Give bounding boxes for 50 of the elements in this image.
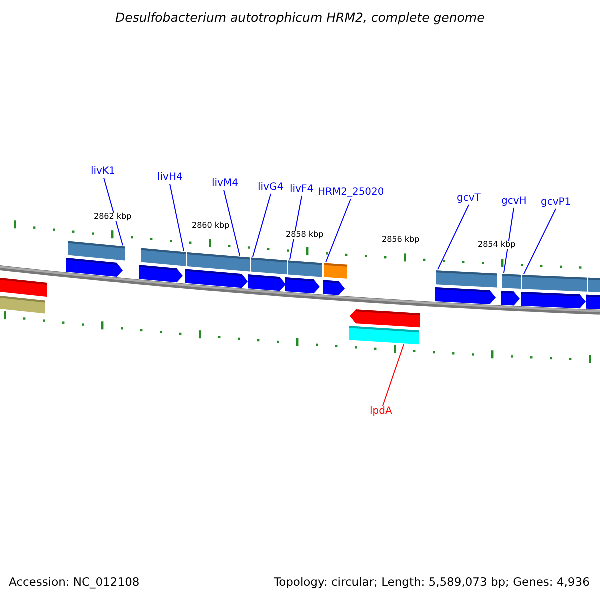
leader-line: [504, 208, 514, 274]
gene-feature: [435, 288, 496, 304]
feature-bar: [436, 270, 497, 288]
gene-feature: [185, 269, 248, 288]
tick-label: 2856 kbp: [382, 236, 420, 244]
leader-line: [438, 204, 470, 270]
gene-feature: [350, 310, 420, 328]
tick-label: 2858 kbp: [286, 231, 324, 239]
tick-label: 2862 kbp: [94, 213, 132, 221]
leader-line: [252, 194, 272, 258]
feature-bar: [0, 295, 45, 314]
gene-feature: [66, 258, 123, 277]
gene-label: livF4: [290, 185, 314, 195]
tick-label: 2854 kbp: [478, 241, 516, 249]
gene-label: livG4: [258, 183, 284, 193]
tick-label: 2860 kbp: [192, 222, 230, 230]
gene-label: livH4: [158, 173, 183, 183]
leader-line: [224, 190, 240, 256]
gene-label: gcvP1: [541, 198, 572, 208]
feature-bar: [187, 252, 250, 272]
feature-bar: [68, 241, 125, 261]
gene-feature: [139, 265, 183, 283]
feature-bar: [349, 326, 419, 345]
gene-label: gcvH: [502, 197, 527, 207]
gene-feature: [285, 278, 320, 294]
gene-feature: [501, 291, 520, 306]
leader-line: [326, 198, 352, 263]
gene-label: HRM2_25020: [318, 188, 384, 198]
leader-line: [290, 196, 302, 260]
feature-bar: [502, 274, 521, 289]
feature-bar: [0, 277, 47, 297]
feature-bar: [324, 263, 347, 279]
feature-bar: [251, 258, 287, 275]
gene-feature: [323, 280, 345, 296]
diagram-title: Desulfobacterium autotrophicum HRM2, complete genome: [116, 12, 485, 24]
gene-feature: [586, 294, 600, 310]
gene-label: gcvT: [457, 194, 481, 204]
leader-line: [170, 184, 184, 252]
gene-label: livK1: [91, 167, 116, 177]
feature-bar: [141, 248, 186, 266]
gene-feature: [248, 274, 286, 292]
gene-label: lpdA: [370, 407, 392, 417]
genome-info-text: Topology: circular; Length: 5,589,073 bp; Genes: 4,936: [274, 577, 590, 588]
feature-bar: [588, 278, 600, 293]
accession-text: Accession: NC_012108: [9, 577, 140, 588]
leader-line: [104, 178, 124, 246]
leader-line: [382, 344, 404, 406]
gene-label: livM4: [212, 179, 238, 189]
leader-line: [524, 208, 556, 275]
feature-bar: [288, 260, 322, 278]
